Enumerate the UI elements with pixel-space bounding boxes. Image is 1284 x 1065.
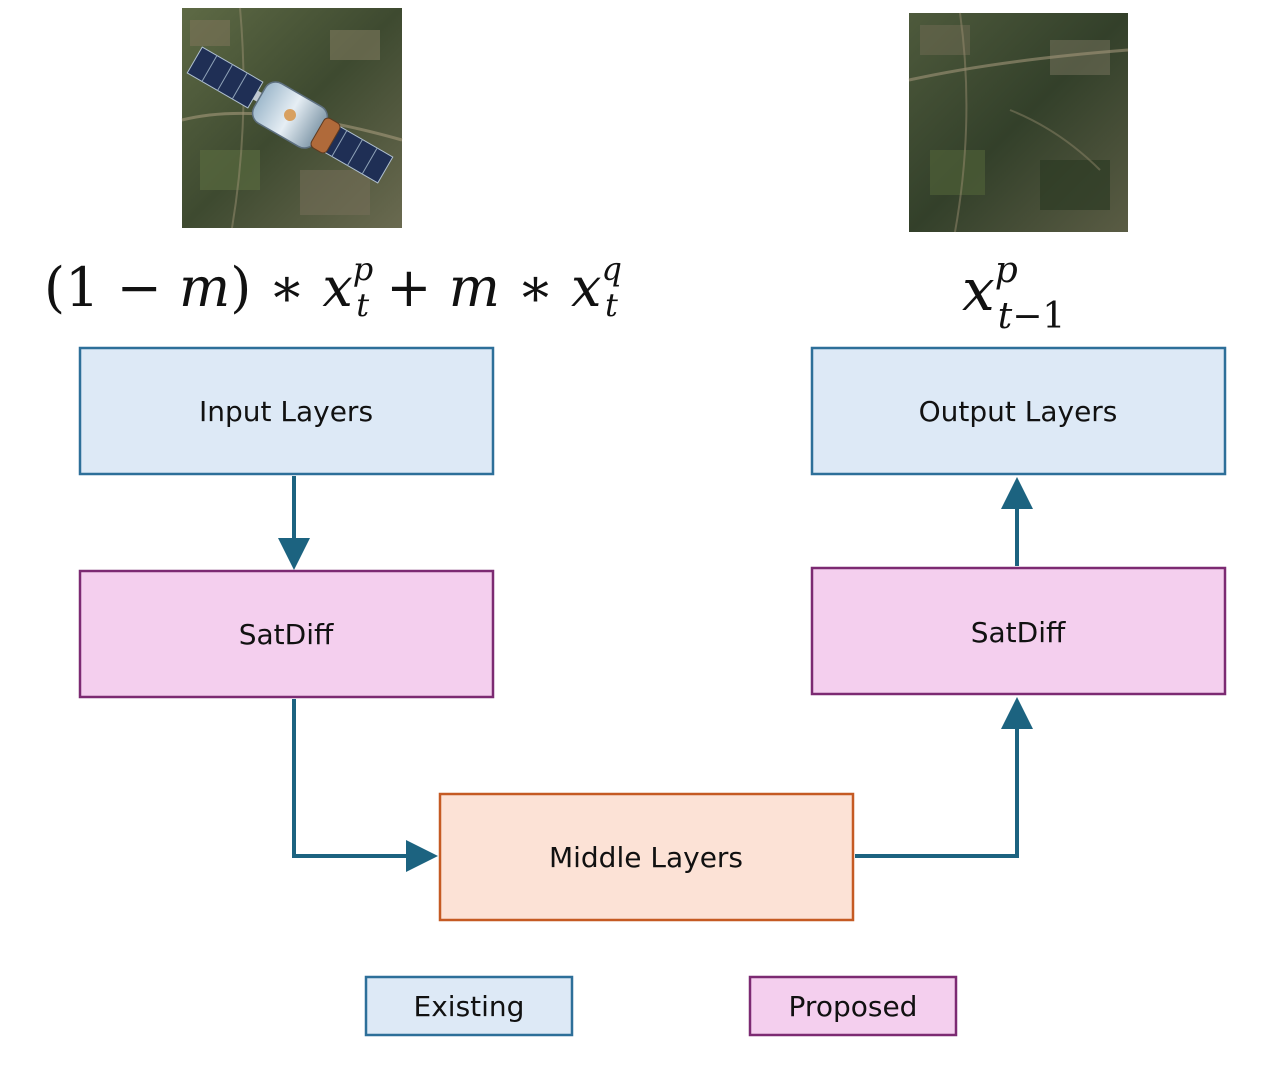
output-layers-box: Output Layers <box>810 346 1227 476</box>
legend-existing: Existing <box>364 975 574 1037</box>
satdiff-left-label: SatDiff <box>239 618 334 651</box>
satdiff-right-box: SatDiff <box>810 566 1227 696</box>
middle-layers-box: Middle Layers <box>438 792 855 922</box>
aerial-terrain-image <box>908 12 1129 233</box>
satellite-over-aerial-terrain-image <box>181 7 403 229</box>
input-layers-box: Input Layers <box>78 346 495 476</box>
svg-text:(1 − m) ∗ xpt + m ∗ xqt: (1 − m) ∗ xpt + m ∗ xqt <box>44 250 622 324</box>
arrow-satdiff-to-middle <box>292 699 438 872</box>
legend-proposed-label: Proposed <box>789 990 918 1023</box>
legend: Existing Proposed <box>364 975 958 1037</box>
arrow-middle-to-satdiff <box>855 697 1033 858</box>
satdiff-right-label: SatDiff <box>971 616 1066 649</box>
legend-proposed: Proposed <box>748 975 958 1037</box>
svg-text:xpt−1: xpt−1 <box>962 250 1065 337</box>
middle-layers-label: Middle Layers <box>549 841 743 874</box>
input-layers-label: Input Layers <box>199 395 373 428</box>
legend-existing-label: Existing <box>414 990 525 1023</box>
satdiff-left-box: SatDiff <box>78 569 495 699</box>
output-layers-label: Output Layers <box>919 395 1118 428</box>
connector-arrows <box>278 476 1033 872</box>
